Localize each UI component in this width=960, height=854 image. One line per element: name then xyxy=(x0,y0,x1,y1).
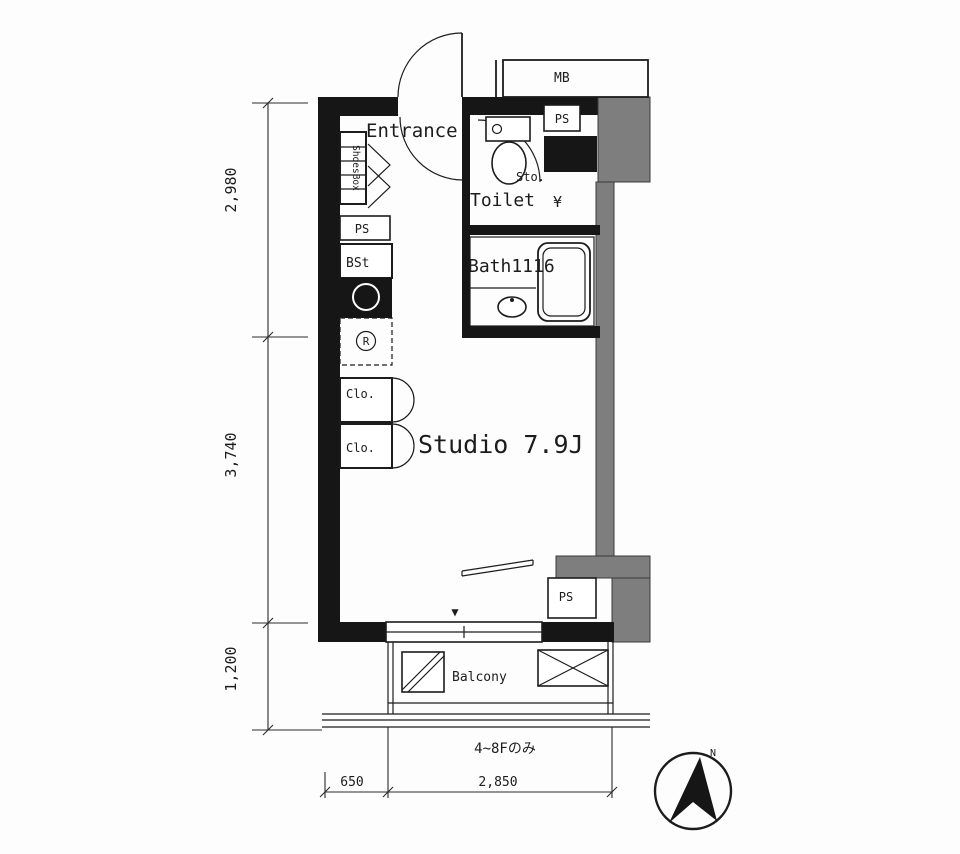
closet-upper-door-arc-top xyxy=(391,377,415,401)
fridge-symbol-circle xyxy=(355,330,377,352)
closet-upper-door-arc-bottom xyxy=(391,399,415,423)
room-label-bath: Bath1116 xyxy=(468,256,555,277)
dimension-left: 2,980 3,740 1,200 xyxy=(222,97,322,736)
dim-tick-bottom-3 xyxy=(606,786,618,798)
dim-left-1: 3,740 xyxy=(222,432,240,477)
label-sto: Sto. xyxy=(516,170,545,184)
wall-right xyxy=(595,181,615,559)
bath-basin xyxy=(497,296,527,318)
bath-room: Bath1116 xyxy=(468,236,595,327)
label-closet-upper: Clo. xyxy=(346,387,375,401)
wall-top-toilet xyxy=(462,97,602,115)
shoes-box xyxy=(339,131,367,205)
balcony-x-diagonal-2 xyxy=(537,649,609,687)
wall-corner-northeast xyxy=(597,96,651,183)
toilet-flush-knob xyxy=(491,123,503,135)
dim-bottom-0: 650 xyxy=(340,775,363,790)
kitchen-sink xyxy=(352,283,380,311)
label-shoesbox: ShoesBox xyxy=(350,145,361,191)
wall-bath-bottom xyxy=(462,326,600,338)
label-mb: MB xyxy=(554,71,570,86)
fridge-space xyxy=(339,317,393,366)
closets: Clo. Clo. xyxy=(339,377,415,469)
label-ps-kitchen: PS xyxy=(355,222,369,236)
wall-southeast-top xyxy=(555,555,651,579)
floor-note: 4~8Fのみ xyxy=(474,741,536,757)
dim-bottom-1: 2,850 xyxy=(478,775,517,790)
hall-door-arc xyxy=(399,116,464,181)
dim-tick-left-4 xyxy=(262,724,274,736)
toilet-tank xyxy=(485,116,531,142)
wall-toilet-bath xyxy=(462,225,600,235)
label-fridge-r: R xyxy=(363,335,370,348)
closet-upper-box xyxy=(339,377,393,423)
dim-tick-left-2 xyxy=(262,331,274,343)
escape-hatch-box xyxy=(401,651,445,693)
ps-bottom-box xyxy=(547,577,597,619)
label-closet-lower: Clo. xyxy=(346,441,375,455)
room-label-toilet: Toilet xyxy=(470,190,535,211)
pipe-space-bottom: PS xyxy=(547,577,597,619)
pipe-space-top: PS xyxy=(543,104,581,132)
bathtub-outer xyxy=(537,242,591,322)
compass-n-label: N xyxy=(710,748,716,759)
walls xyxy=(318,96,651,643)
toilet-bowl xyxy=(491,141,527,185)
dim-tick-left-1 xyxy=(262,97,274,109)
label-ps-bottom: PS xyxy=(559,590,573,604)
escape-hatch-diagonal-1 xyxy=(401,651,441,691)
toilet-room: Sto. Toilet ¥ xyxy=(470,116,597,211)
bath-room-outline xyxy=(469,236,595,327)
entrance-door-arc xyxy=(397,32,463,98)
entrance-area: Entrance xyxy=(366,32,464,181)
ps-top-box xyxy=(543,104,581,132)
toilet-shelf-block xyxy=(544,136,597,172)
kitchen-column: ShoesBox PS BSt R xyxy=(339,131,393,366)
studio-room: Studio 7.9J ▼ xyxy=(418,430,584,619)
bath-faucet-dot xyxy=(510,298,514,302)
meter-box: MB xyxy=(495,59,649,98)
wall-left xyxy=(318,97,340,642)
ps-kitchen-box xyxy=(339,215,391,241)
closet-lower-door-arc-bottom xyxy=(391,445,415,469)
dim-tick-bottom-1 xyxy=(319,786,331,798)
dimension-bottom: 650 2,850 xyxy=(319,727,618,798)
bathtub-inner xyxy=(542,247,586,317)
label-ps-top: PS xyxy=(555,112,569,126)
room-label-studio: Studio 7.9J xyxy=(418,430,584,459)
dim-tick-left-3 xyxy=(262,617,274,629)
wall-top-left xyxy=(318,97,398,116)
compass-circle xyxy=(653,751,733,831)
wall-divider-entrance-toilet xyxy=(462,115,470,227)
compass: N xyxy=(653,748,733,831)
dim-left-2: 1,200 xyxy=(222,646,240,691)
entrance-door-fold-lower xyxy=(367,165,391,209)
window-marker: ▼ xyxy=(451,605,459,619)
room-label-balcony: Balcony xyxy=(452,670,507,685)
escape-hatch-diagonal-2 xyxy=(407,655,445,693)
label-toilet-mark: ¥ xyxy=(553,193,562,211)
wall-southeast-side xyxy=(611,577,651,643)
closet-lower-box xyxy=(339,423,393,469)
meter-box-outline xyxy=(502,59,649,98)
north-arrow-icon xyxy=(669,757,717,823)
closet-lower-door-arc-top xyxy=(391,423,415,447)
label-kitchen-unit: BSt xyxy=(346,256,369,271)
dim-left-0: 2,980 xyxy=(222,167,240,212)
studio-rail xyxy=(461,559,534,577)
wall-bath-left xyxy=(462,235,470,338)
dim-tick-bottom-2 xyxy=(382,786,394,798)
south-window xyxy=(385,621,543,643)
kitchen-unit-box xyxy=(339,243,393,279)
entrance-door-fold-upper xyxy=(367,143,391,187)
room-label-entrance: Entrance xyxy=(366,120,458,142)
balcony-area: Balcony 4~8Fのみ xyxy=(322,642,650,757)
